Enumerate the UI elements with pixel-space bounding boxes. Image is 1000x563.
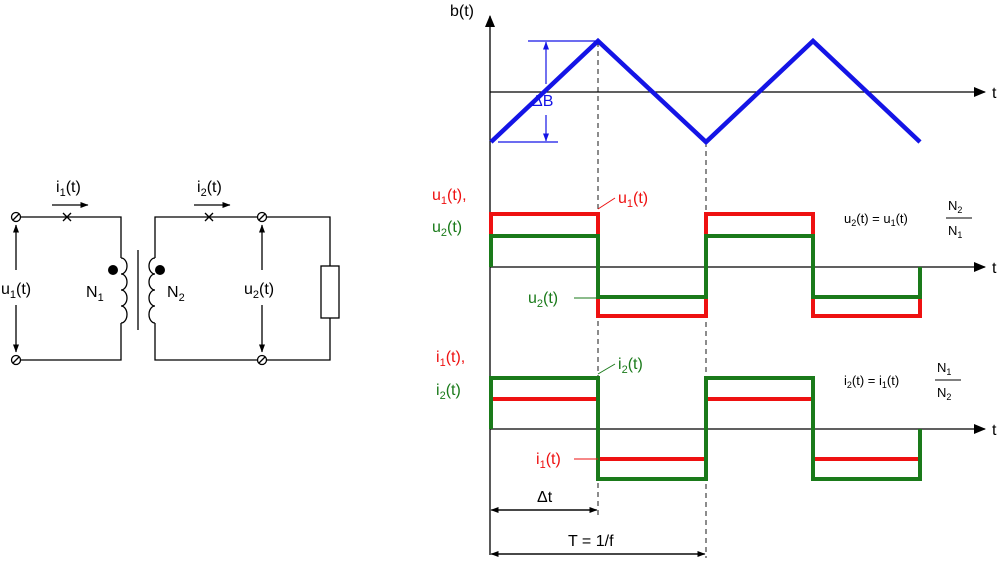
u1-tag: u1(t)	[618, 190, 648, 210]
i2-waveform	[489, 376, 922, 481]
primary-bottom-wire	[20, 323, 122, 361]
primary-dot	[108, 265, 118, 275]
voltage-ratio-formula: u2(t) = u1(t) N2 N1	[844, 198, 972, 240]
terminal-secondary-bottom	[256, 354, 268, 366]
svg-text:N2: N2	[948, 198, 962, 215]
t-label-voltage: t	[992, 260, 997, 277]
b-axis-label: b(t)	[450, 3, 474, 20]
svg-text:N1: N1	[937, 360, 951, 377]
primary-coil	[120, 257, 128, 324]
N2-label: N2	[167, 284, 185, 304]
current-ratio-formula: i2(t) = i1(t) N1 N2	[844, 360, 961, 402]
terminal-primary-bottom	[10, 354, 22, 366]
i1-group-label: i1(t),	[436, 349, 465, 369]
t-label-current: t	[992, 422, 997, 439]
delta-b-dimension	[498, 40, 598, 143]
current-marker-primary	[62, 212, 72, 222]
secondary-bottom-wire	[154, 318, 331, 361]
u2-tag: u2(t)	[528, 290, 558, 310]
load-resistor	[320, 265, 340, 319]
i2-label: i2(t)	[197, 179, 222, 199]
secondary-dot	[155, 265, 165, 275]
waveform-axes	[485, 15, 986, 558]
secondary-top-wire	[154, 216, 331, 266]
current-marker-secondary	[204, 212, 214, 222]
delta-b-label: ΔB	[532, 93, 553, 110]
u2-group-label: u2(t)	[432, 219, 462, 239]
i2-tag-leader	[597, 363, 616, 375]
terminal-primary-top	[10, 211, 22, 223]
terminal-secondary-top	[256, 211, 268, 223]
secondary-coil	[148, 257, 156, 324]
N1-label: N1	[86, 284, 104, 304]
u1-tag-leader	[597, 197, 616, 210]
u1-label: u1(t)	[1, 281, 31, 301]
circuit	[10, 202, 340, 366]
period-label: T = 1/f	[568, 533, 614, 550]
svg-text:N2: N2	[937, 385, 951, 402]
delta-t-label: Δt	[537, 489, 553, 506]
svg-text:i2(t) = i1(t): i2(t) = i1(t)	[844, 373, 899, 390]
t-label-flux: t	[992, 85, 997, 102]
u1-group-label: u1(t),	[432, 187, 467, 207]
primary-top-wire	[20, 216, 122, 258]
svg-text:N1: N1	[948, 223, 962, 240]
u2-label: u2(t)	[244, 281, 274, 301]
svg-text:u2(t) = u1(t): u2(t) = u1(t)	[844, 211, 908, 228]
flux-waveform	[489, 37, 922, 146]
u2-waveform	[489, 234, 922, 299]
i2-tag: i2(t)	[618, 356, 643, 376]
i1-tag: i1(t)	[536, 451, 561, 471]
i2-group-label: i2(t)	[436, 382, 461, 402]
i1-label: i1(t)	[56, 179, 81, 199]
